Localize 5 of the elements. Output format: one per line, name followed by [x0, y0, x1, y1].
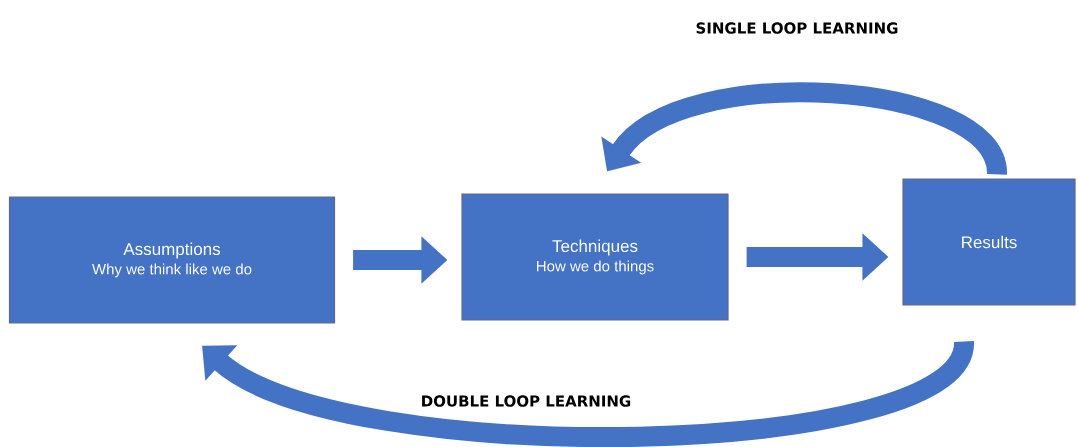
edge-label: DOUBLE LOOP LEARNING [419, 394, 633, 408]
process-box: Results [902, 178, 1076, 306]
process-box: Techniques How we do things [461, 193, 729, 321]
edge-label: SINGLE LOOP LEARNING [694, 21, 900, 35]
process-box: Assumptions Why we think like we do [8, 196, 336, 324]
